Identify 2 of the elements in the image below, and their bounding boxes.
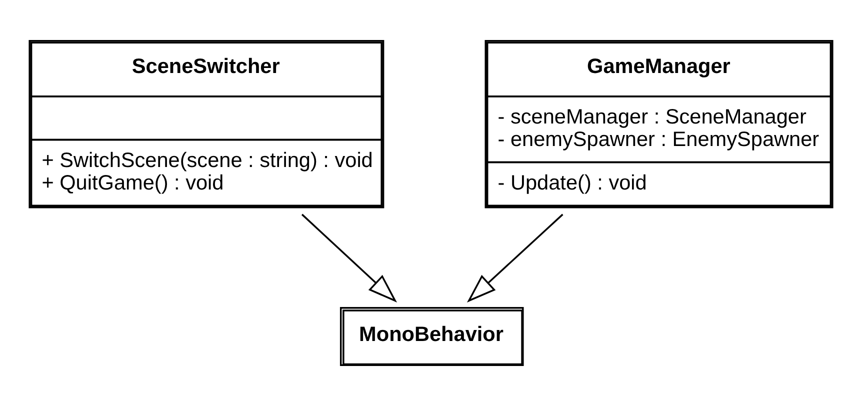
arrow bbox=[301, 213, 398, 302]
arrow bbox=[466, 213, 564, 302]
